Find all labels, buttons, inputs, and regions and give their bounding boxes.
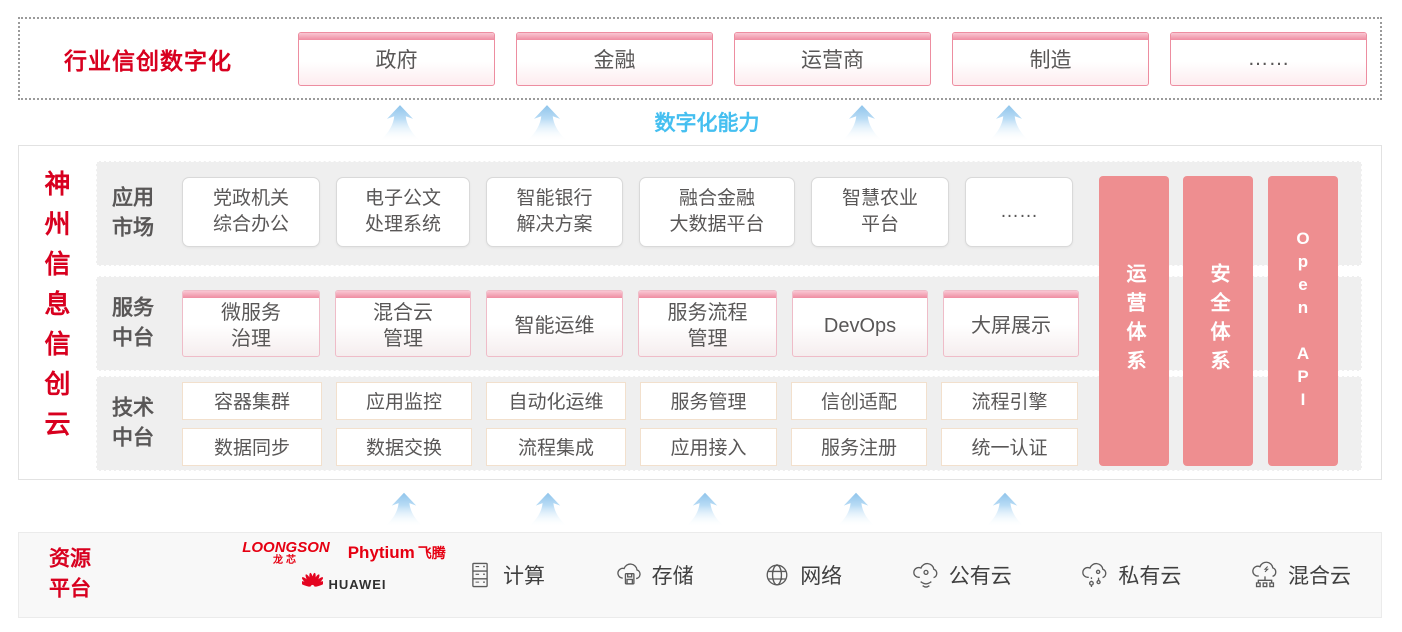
tech-box: 统一认证	[941, 427, 1078, 466]
pillar-label: 运营体系	[1123, 263, 1145, 379]
app-box: 融合金融 大数据平台	[639, 177, 795, 247]
public-cloud-icon	[910, 559, 942, 591]
up-arrow-icon	[683, 492, 727, 528]
app-box-more: ……	[965, 177, 1073, 247]
service-box: DevOps	[792, 290, 928, 357]
resource-item-list: 计算 存储	[464, 533, 1351, 617]
tech-platform-label: 技术 中台	[112, 396, 154, 450]
huawei-wordmark: HUAWEI	[328, 576, 387, 592]
service-box: 微服务 治理	[182, 290, 320, 357]
loongson-cn-label: 龙芯	[272, 555, 299, 566]
tech-box: 应用监控	[336, 381, 472, 420]
industry-box-operator: 运营商	[734, 32, 931, 86]
resource-item-label: 网络	[800, 565, 843, 588]
tech-box: 流程引擎	[941, 381, 1078, 420]
resource-item-label: 计算	[503, 565, 545, 588]
service-platform-row: 服务 中台 微服务 治理 混合云 管理 智能运维 服务流程 管理 DevOps …	[96, 276, 1362, 371]
tech-platform-row: 技术 中台 容器集群 应用监控 自动化运维 服务管理 信创适配 流程引擎 数据同…	[96, 376, 1362, 471]
up-arrow-icon	[526, 492, 570, 528]
industry-band: 行业信创数字化 政府 金融 运营商 制造 ……	[18, 17, 1382, 100]
pillar-label: Open API	[1293, 229, 1313, 413]
tech-box: 数据同步	[182, 427, 322, 466]
tech-box-grid: 容器集群 应用监控 自动化运维 服务管理 信创适配 流程引擎 数据同步 数据交换…	[182, 377, 1078, 470]
app-box: 党政机关 综合办公	[182, 177, 320, 247]
resource-item-label: 混合云	[1287, 565, 1351, 588]
vendor-row: LOONGSON 龙芯 Phytium 飞腾	[242, 540, 446, 566]
pillar-operations-system: 运营体系	[1099, 176, 1169, 466]
resource-item-public-cloud: 公有云	[910, 559, 1012, 591]
app-market-row: 应用 市场 党政机关 综合办公 电子公文 处理系统 智能银行 解决方案 融合金融…	[96, 161, 1362, 266]
capability-label: 数字化能力	[654, 112, 760, 135]
up-arrow-icon	[377, 104, 423, 143]
platform-side-title: 神州信息信创云	[41, 170, 71, 450]
resource-item-private-cloud: 私有云	[1079, 559, 1181, 591]
private-cloud-icon	[1079, 559, 1111, 591]
up-arrow-icon	[986, 104, 1032, 143]
loongson-wordmark: LOONGSON	[242, 539, 330, 556]
resource-item-compute: 计算	[464, 559, 545, 591]
phytium-wordmark: Phytium	[347, 543, 415, 562]
app-box: 电子公文 处理系统	[336, 177, 470, 247]
up-arrow-icon	[524, 104, 570, 143]
network-globe-icon	[761, 559, 793, 591]
loongson-logo: LOONGSON 龙芯	[242, 540, 330, 566]
industry-box-finance: 金融	[516, 32, 713, 86]
app-box: 智能银行 解决方案	[486, 177, 623, 247]
resource-platform-panel: 资源 平台 LOONGSON 龙芯 Phytium 飞腾	[18, 532, 1382, 618]
resource-item-label: 存储	[651, 565, 694, 588]
tech-box: 服务管理	[640, 381, 777, 420]
service-box: 大屏展示	[943, 290, 1079, 357]
resource-platform-label: 资源 平台	[49, 547, 91, 601]
industry-box-more: ……	[1170, 32, 1367, 86]
tech-box: 自动化运维	[486, 381, 626, 420]
pillar-security-system: 安全体系	[1183, 176, 1253, 466]
tech-box: 服务注册	[791, 427, 927, 466]
service-box: 服务流程 管理	[638, 290, 777, 357]
tech-box: 数据交换	[336, 427, 472, 466]
cloud-platform-panel: 神州信息信创云 应用 市场 党政机关 综合办公 电子公文 处理系统 智能银行 解…	[18, 145, 1382, 480]
app-box-list: 党政机关 综合办公 电子公文 处理系统 智能银行 解决方案 融合金融 大数据平台…	[182, 177, 1073, 247]
industry-band-title: 行业信创数字化	[64, 47, 232, 74]
phytium-cn-label: 飞腾	[417, 544, 446, 561]
vendor-logos: LOONGSON 龙芯 Phytium 飞腾	[199, 540, 489, 597]
pillar-open-api: Open API	[1268, 176, 1338, 466]
app-box: 智慧农业 平台	[811, 177, 949, 247]
resource-item-label: 公有云	[948, 565, 1012, 588]
up-arrow-icon	[382, 492, 426, 528]
resource-item-storage: 存储	[613, 559, 694, 591]
resource-item-hybrid-cloud: 混合云	[1249, 559, 1351, 591]
service-platform-label: 服务 中台	[112, 296, 154, 350]
industry-box-manufacturing: 制造	[952, 32, 1149, 86]
compute-server-icon	[464, 559, 496, 591]
storage-cloud-icon	[613, 559, 645, 591]
resource-item-label: 私有云	[1118, 565, 1182, 588]
tech-box: 信创适配	[791, 381, 927, 420]
huawei-flower-icon	[298, 571, 326, 597]
up-arrow-icon	[983, 492, 1027, 528]
tech-box: 流程集成	[486, 427, 626, 466]
industry-box-government: 政府	[298, 32, 495, 86]
tech-box-line: 容器集群 应用监控 自动化运维 服务管理 信创适配 流程引擎	[182, 381, 1078, 420]
resource-item-network: 网络	[761, 559, 842, 591]
service-box: 混合云 管理	[335, 290, 471, 357]
hybrid-cloud-icon	[1249, 559, 1281, 591]
service-box: 智能运维	[486, 290, 623, 357]
tech-box: 容器集群	[182, 381, 322, 420]
tech-box: 应用接入	[640, 427, 777, 466]
tech-box-line: 数据同步 数据交换 流程集成 应用接入 服务注册 统一认证	[182, 427, 1078, 466]
phytium-logo: Phytium 飞腾	[348, 544, 446, 561]
up-arrow-icon	[839, 104, 885, 143]
huawei-logo: HUAWEI	[298, 571, 387, 597]
app-market-label: 应用 市场	[112, 186, 154, 240]
service-box-list: 微服务 治理 混合云 管理 智能运维 服务流程 管理 DevOps 大屏展示	[182, 290, 1079, 357]
industry-box-list: 政府 金融 运营商 制造 ……	[298, 32, 1367, 86]
pillar-label: 安全体系	[1207, 263, 1229, 379]
up-arrow-icon	[834, 492, 878, 528]
